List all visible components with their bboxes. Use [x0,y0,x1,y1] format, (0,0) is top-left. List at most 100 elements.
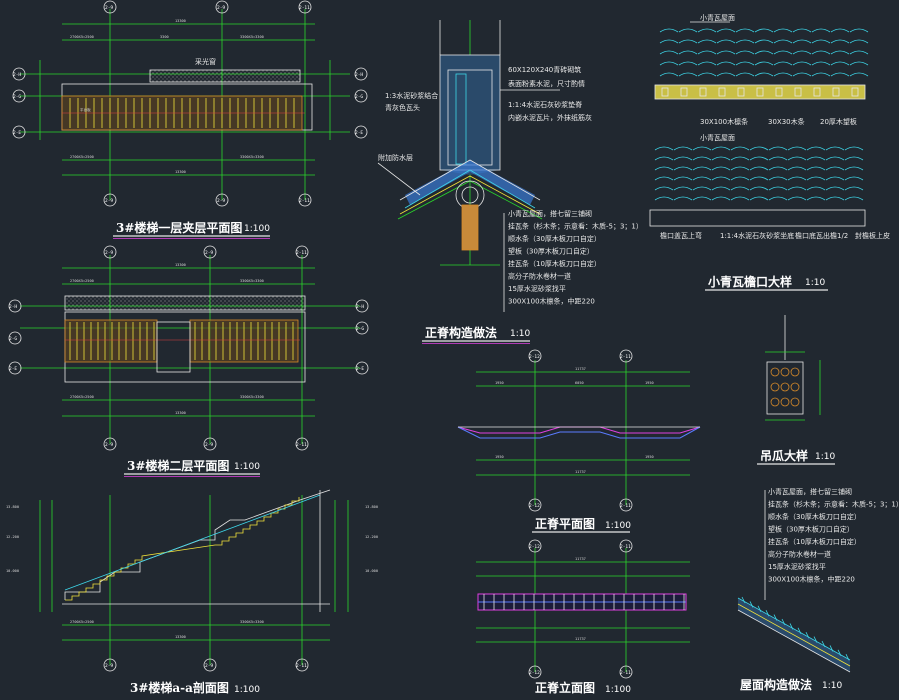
roof-tile [711,146,731,151]
ridge-elev-ticks [483,594,685,610]
svg-text:1950: 1950 [495,455,504,459]
svg-text:1:10: 1:10 [815,452,835,462]
roof-tile [830,50,850,55]
roof-note: 顺水条（30厚木板刀口自定） [768,512,861,521]
roof-tile [654,146,674,151]
svg-text:2-9: 2-9 [105,442,113,448]
ridge-elev: 2-12 2-11 2-12 2-11 11737 11737 正脊立面图 1:… [476,539,690,695]
roof-tile [673,176,693,181]
roof-tile [673,186,693,191]
rafter [718,87,726,97]
rafter [661,87,669,97]
ridge-detail: 60X120X240青砖砌筑 表面粉素水泥，尺寸酌情 1:1:4水泥石灰砂浆垫脊… [377,20,643,344]
roof-tile [792,39,812,44]
roof-tile [768,156,788,161]
svg-text:3300X5=3300: 3300X5=3300 [240,395,264,399]
plan-1: 2-9 2-9 2-11 2-9 2-9 2-11 13300 2700X5=2… [12,0,368,239]
svg-text:青灰色瓦头: 青灰色瓦头 [385,103,420,112]
pendant-bead [780,397,790,407]
roof-tile [792,72,812,77]
svg-text:2-G: 2-G [356,326,364,332]
roof-tile [749,176,769,181]
pendant-bead [780,382,790,392]
eave-rafters [661,87,859,97]
roof-batten [749,601,754,608]
svg-text:13300: 13300 [175,19,186,23]
svg-text:30X30木条: 30X30木条 [768,117,805,126]
roof-tile [773,39,793,44]
pendant-bead [770,397,780,407]
roof-tile [735,50,755,55]
roof-tile [716,39,736,44]
roof-note: 300X100木檩条，中距220 [768,575,855,584]
eave-tiles-bottom [654,146,864,201]
roof-tile [806,156,826,161]
roof-batten [757,605,762,612]
ridge-top-notes: 60X120X240青砖砌筑 表面粉素水泥，尺寸酌情 1:1:4水泥石灰砂浆垫脊… [508,65,592,122]
roof-tile [654,166,674,171]
roof-tile [697,61,717,66]
roof-tile [654,196,674,201]
roof-tile [773,28,793,33]
roof-tile [754,50,774,55]
pendant-bead [790,397,800,407]
title-ridge-detail: 正脊构造做法 [425,325,497,340]
roof-tile [768,166,788,171]
roof-tile [768,146,788,151]
roof-tile [844,166,864,171]
roof-tile [673,166,693,171]
roof-batten [829,645,834,652]
title-ridge-elev: 正脊立面图 [535,680,595,695]
svg-text:2-9: 2-9 [105,250,113,256]
roof-tile [735,39,755,44]
roof-detail: 小青瓦屋面，搭七留三铺砌挂瓦条（杉木条；示意看：木质-5；3；1）顺水条（30厚… [737,487,899,692]
svg-text:封檐板上皮: 封檐板上皮 [855,231,890,240]
p2-treads [69,322,294,360]
roof-tile [849,39,869,44]
roof-tile [811,61,831,66]
ridge-note: 望板（30厚木板刀口自定） [508,247,594,256]
roof-tile [735,28,755,33]
svg-text:1:3水泥砂浆结合: 1:3水泥砂浆结合 [385,91,438,100]
svg-text:2-H: 2-H [356,304,364,310]
ridge-note: 挂瓦条（10厚木板刀口自定） [508,259,601,268]
svg-text:30X100木檩条: 30X100木檩条 [700,117,748,126]
roof-tile [749,146,769,151]
roof-tile [806,176,826,181]
svg-text:13.800: 13.800 [365,505,378,509]
svg-text:13300: 13300 [175,635,186,639]
title-section: 3#楼梯a-a剖面图 [130,680,229,695]
roof-tile [678,50,698,55]
svg-text:2-G: 2-G [9,336,17,342]
roof-tile [659,28,679,33]
roof-tile [811,39,831,44]
axis-label: 2-9 [217,5,225,11]
svg-text:13300: 13300 [175,411,186,415]
rafter [699,87,707,97]
roof-tile [692,196,712,201]
svg-text:2-9: 2-9 [217,198,225,204]
roof-tile [692,146,712,151]
roof-batten [837,649,842,656]
roof-tile [787,166,807,171]
roof-tile [659,50,679,55]
roof-tile [825,146,845,151]
roof-note: 高分子防水卷材一道 [768,550,831,559]
svg-text:20厚木望板: 20厚木望板 [820,117,857,126]
svg-text:13300: 13300 [175,263,186,267]
svg-text:平台板: 平台板 [80,107,91,112]
roof-tile [773,61,793,66]
roof-batten [797,627,802,634]
roof-tile [678,39,698,44]
roof-tile [849,61,869,66]
roof-tile [697,28,717,33]
svg-text:1:10: 1:10 [822,681,842,691]
svg-text:2-H: 2-H [355,72,363,78]
svg-text:2-G: 2-G [13,94,21,100]
svg-text:2-E: 2-E [355,130,363,136]
svg-text:2-11: 2-11 [620,544,631,550]
ridge-note: 300X100木檩条，中距220 [508,297,595,306]
svg-text:1950: 1950 [645,455,654,459]
pendant-bead [770,367,780,377]
svg-text:12.200: 12.200 [6,535,19,539]
